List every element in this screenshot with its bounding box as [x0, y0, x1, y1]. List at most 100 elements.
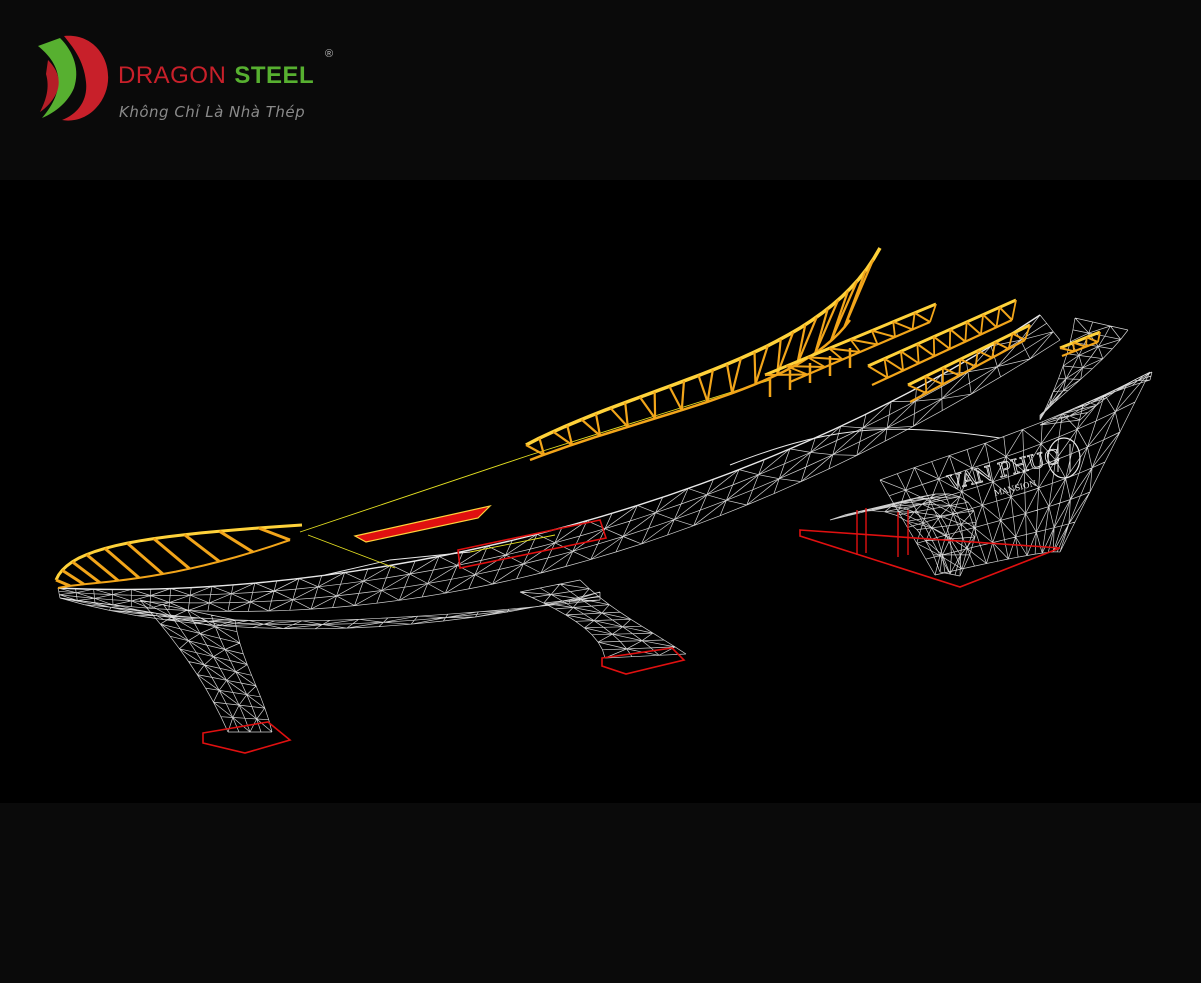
horn-tip-truss-post-0 — [1072, 342, 1075, 352]
rear-truss-a-post-0 — [883, 358, 889, 378]
red-outline-elements — [202, 504, 1061, 754]
left-leg-mesh-lines — [139, 599, 273, 733]
mid-truss-web-2 — [807, 356, 843, 361]
wing-web-13 — [706, 369, 714, 402]
nose-truss-web-3 — [85, 553, 120, 582]
registered-mark: ® — [325, 48, 334, 60]
center-red-frame — [457, 519, 608, 569]
rear-truss-a-post-1 — [899, 351, 905, 371]
wing-web-11 — [680, 380, 686, 411]
deck-underside-mesh — [59, 591, 601, 630]
mid-truss-web-5 — [871, 329, 896, 338]
nose-truss-web-0 — [55, 578, 71, 588]
horn-tip-truss-web-0 — [1059, 347, 1075, 353]
wing-web-3 — [566, 425, 574, 446]
left-foundation — [202, 721, 292, 754]
wing-bottom-chord — [529, 319, 851, 462]
wing-web-27 — [843, 259, 875, 328]
wing-web-10 — [668, 385, 683, 411]
rear-truss-b-web-3 — [959, 358, 977, 368]
upper-horn-mesh — [1039, 317, 1129, 421]
nose-truss-web-9 — [258, 526, 291, 542]
rear-truss-a-post-7 — [995, 307, 1001, 328]
wing-web-25 — [829, 280, 859, 342]
middle-leg-mesh-lines — [519, 579, 687, 659]
mid-truss-post-4 — [871, 330, 879, 345]
rear-truss-a — [867, 298, 1017, 386]
mid-truss-web-4 — [850, 338, 878, 346]
main-deck-mesh-lines — [57, 314, 1061, 612]
wing-truss — [525, 247, 882, 462]
sign-emblem-icon — [1047, 437, 1081, 479]
rear-truss-b-web-6 — [1012, 332, 1026, 341]
rear-truss-a-web-8 — [998, 306, 1013, 321]
deck-top-edge — [57, 314, 1041, 591]
rear-truss-b-post-4 — [991, 341, 997, 358]
wing-web-15 — [731, 357, 742, 394]
deck-inner-line — [324, 551, 471, 576]
rear-truss-b-web-1 — [925, 375, 944, 386]
mid-truss-post-6 — [911, 312, 916, 330]
guide-line-4 — [469, 534, 556, 553]
brand-tagline: Không Chỉ Là Nhà Thép — [119, 103, 306, 121]
rear-truss-b-web-4 — [977, 349, 993, 359]
rear-truss-b-bottom — [909, 339, 1026, 403]
rear-truss-a-post-8 — [1011, 299, 1017, 321]
rear-truss-a-web-6 — [966, 321, 982, 336]
wing-web-23 — [814, 299, 840, 354]
brand-name-steel: STEEL — [234, 62, 315, 89]
rear-truss-a-top — [867, 298, 1017, 368]
horn-tip-truss-web-2 — [1086, 336, 1099, 343]
right-arch-mesh — [829, 493, 977, 577]
wireframe-mesh — [57, 314, 1153, 733]
mid-truss-web-6 — [892, 320, 913, 331]
wing-web-20 — [796, 324, 807, 365]
rear-truss-a-web-2 — [900, 350, 920, 365]
rear-truss-a-post-6 — [979, 314, 985, 335]
rear-truss-a-bottom — [871, 319, 1013, 386]
deck-accent-curve — [729, 428, 1001, 466]
mid-truss-web-0 — [764, 373, 808, 376]
right-foundation — [799, 529, 1061, 588]
horn-tip-truss-post-1 — [1085, 337, 1088, 347]
mid-truss — [764, 302, 937, 384]
rear-truss-a-web-5 — [949, 328, 966, 343]
nose-truss-web-8 — [218, 529, 254, 554]
wing-web-0 — [525, 444, 545, 456]
wing-web-8 — [639, 396, 657, 420]
wing-top-chord — [525, 247, 882, 447]
mid-truss-post-5 — [892, 321, 896, 338]
right-horn-mesh — [1039, 371, 1153, 426]
horn-tip-truss-web-1 — [1073, 341, 1087, 348]
rear-truss-b-top — [907, 323, 1031, 387]
nose-truss-web-7 — [183, 533, 221, 563]
nose-truss-web-1 — [61, 568, 85, 586]
middle-leg-mesh — [519, 579, 687, 659]
rear-truss-b — [907, 323, 1031, 403]
wing-web-4 — [580, 418, 601, 437]
cad-drawing-canvas: VAN PHUC MANSION — [0, 180, 1201, 803]
middle-foundation — [601, 647, 686, 675]
horn-tip-truss-post-2 — [1097, 331, 1101, 343]
horn-tip-truss-top — [1059, 330, 1101, 350]
main-deck-mesh — [57, 314, 1061, 612]
wing-web-21 — [796, 316, 818, 365]
orange-truss-structure — [54, 247, 1101, 589]
rear-truss-a-post-2 — [916, 343, 920, 364]
mid-truss-post-3 — [849, 338, 861, 353]
rear-truss-b-web-0 — [907, 384, 927, 395]
left-leg-mesh — [139, 599, 273, 733]
rear-truss-a-web-1 — [883, 357, 904, 372]
horn-tip-truss-bottom — [1061, 340, 1099, 358]
nose-truss — [54, 523, 303, 589]
rear-truss-a-web-3 — [916, 343, 935, 357]
nose-truss-web-4 — [103, 547, 141, 580]
mid-truss-post-2 — [828, 347, 844, 361]
wing-web-7 — [624, 402, 629, 427]
skylight-red-panel — [353, 504, 492, 543]
steel-structure-wireframe: VAN PHUC MANSION — [54, 247, 1153, 754]
rear-truss-b-post-0 — [924, 376, 928, 394]
